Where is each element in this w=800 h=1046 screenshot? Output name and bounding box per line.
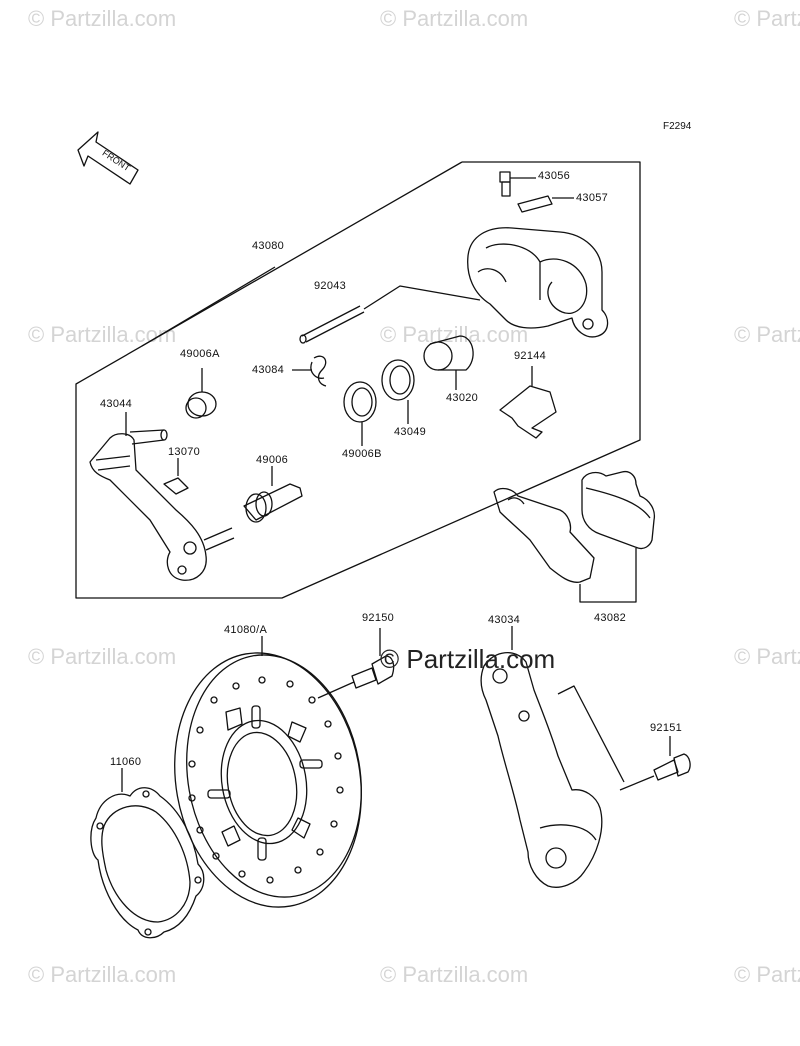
clip-13070-part [163,458,189,495]
part-label-41080a[interactable]: 41080/A [224,624,268,636]
brake-pad-part [581,470,656,550]
clip-43084-part [310,355,327,387]
seal-43049-part [381,359,415,424]
watermark: © Partzilla.com [28,6,177,31]
bolt-92151-part [619,736,691,791]
part-label-43084[interactable]: 43084 [252,364,285,376]
watermark: © Partzilla.com [380,322,529,347]
part-label-43049[interactable]: 43049 [394,426,427,438]
piston-43020-part [423,335,474,390]
spring-92144-part [499,366,557,439]
watermark: © Partzilla.com [734,962,800,987]
part-label-92043[interactable]: 92043 [314,280,347,292]
part-label-49006[interactable]: 49006 [256,454,289,466]
bolt-92150-part [317,628,395,699]
bushing-49006a-part [185,368,217,419]
part-label-13070[interactable]: 13070 [168,446,201,458]
part-label-43080[interactable]: 43080 [252,240,285,252]
part-label-43057[interactable]: 43057 [576,192,609,204]
bleed-cap-part [517,195,574,213]
part-label-43020[interactable]: 43020 [446,392,479,404]
part-label-92144[interactable]: 92144 [514,350,547,362]
bleed-valve-part [499,171,536,197]
caliper-body-part [467,227,609,338]
diagram-code: F2294 [663,121,692,132]
watermark: © Partzilla.com [28,962,177,987]
front-arrow-icon: FRONT [77,131,139,185]
watermark: © Partzilla.com [28,644,177,669]
watermark: © Partzilla.com [28,322,177,347]
watermark: © Partzilla.com [734,322,800,347]
part-label-49006b[interactable]: 49006B [342,448,382,460]
part-label-43034[interactable]: 43034 [488,614,521,626]
brake-disc-part [174,636,362,908]
watermark: © Partzilla.com [380,6,529,31]
watermark: © Partzilla.com [734,644,800,669]
watermark: © Partzilla.com [380,962,529,987]
caliper-bracket-part [480,626,625,888]
bushing-49006-part [243,466,303,523]
pin-92043-part [299,285,481,344]
brake-pad-part [493,487,595,583]
bracket-43044-part [89,412,235,581]
ring-49006b-part [343,381,377,446]
part-label-92150[interactable]: 92150 [362,612,395,624]
part-label-43056[interactable]: 43056 [538,170,571,182]
gasket-11060-part [90,768,205,939]
assembly-box [75,161,641,599]
part-label-11060[interactable]: 11060 [110,756,142,768]
center-watermark: © Partzilla.com [380,644,556,674]
part-label-43082[interactable]: 43082 [594,612,627,624]
part-label-49006a[interactable]: 49006A [180,348,220,360]
watermark: © Partzilla.com [734,6,800,31]
part-label-92151[interactable]: 92151 [650,722,683,734]
part-label-43044[interactable]: 43044 [100,398,133,410]
